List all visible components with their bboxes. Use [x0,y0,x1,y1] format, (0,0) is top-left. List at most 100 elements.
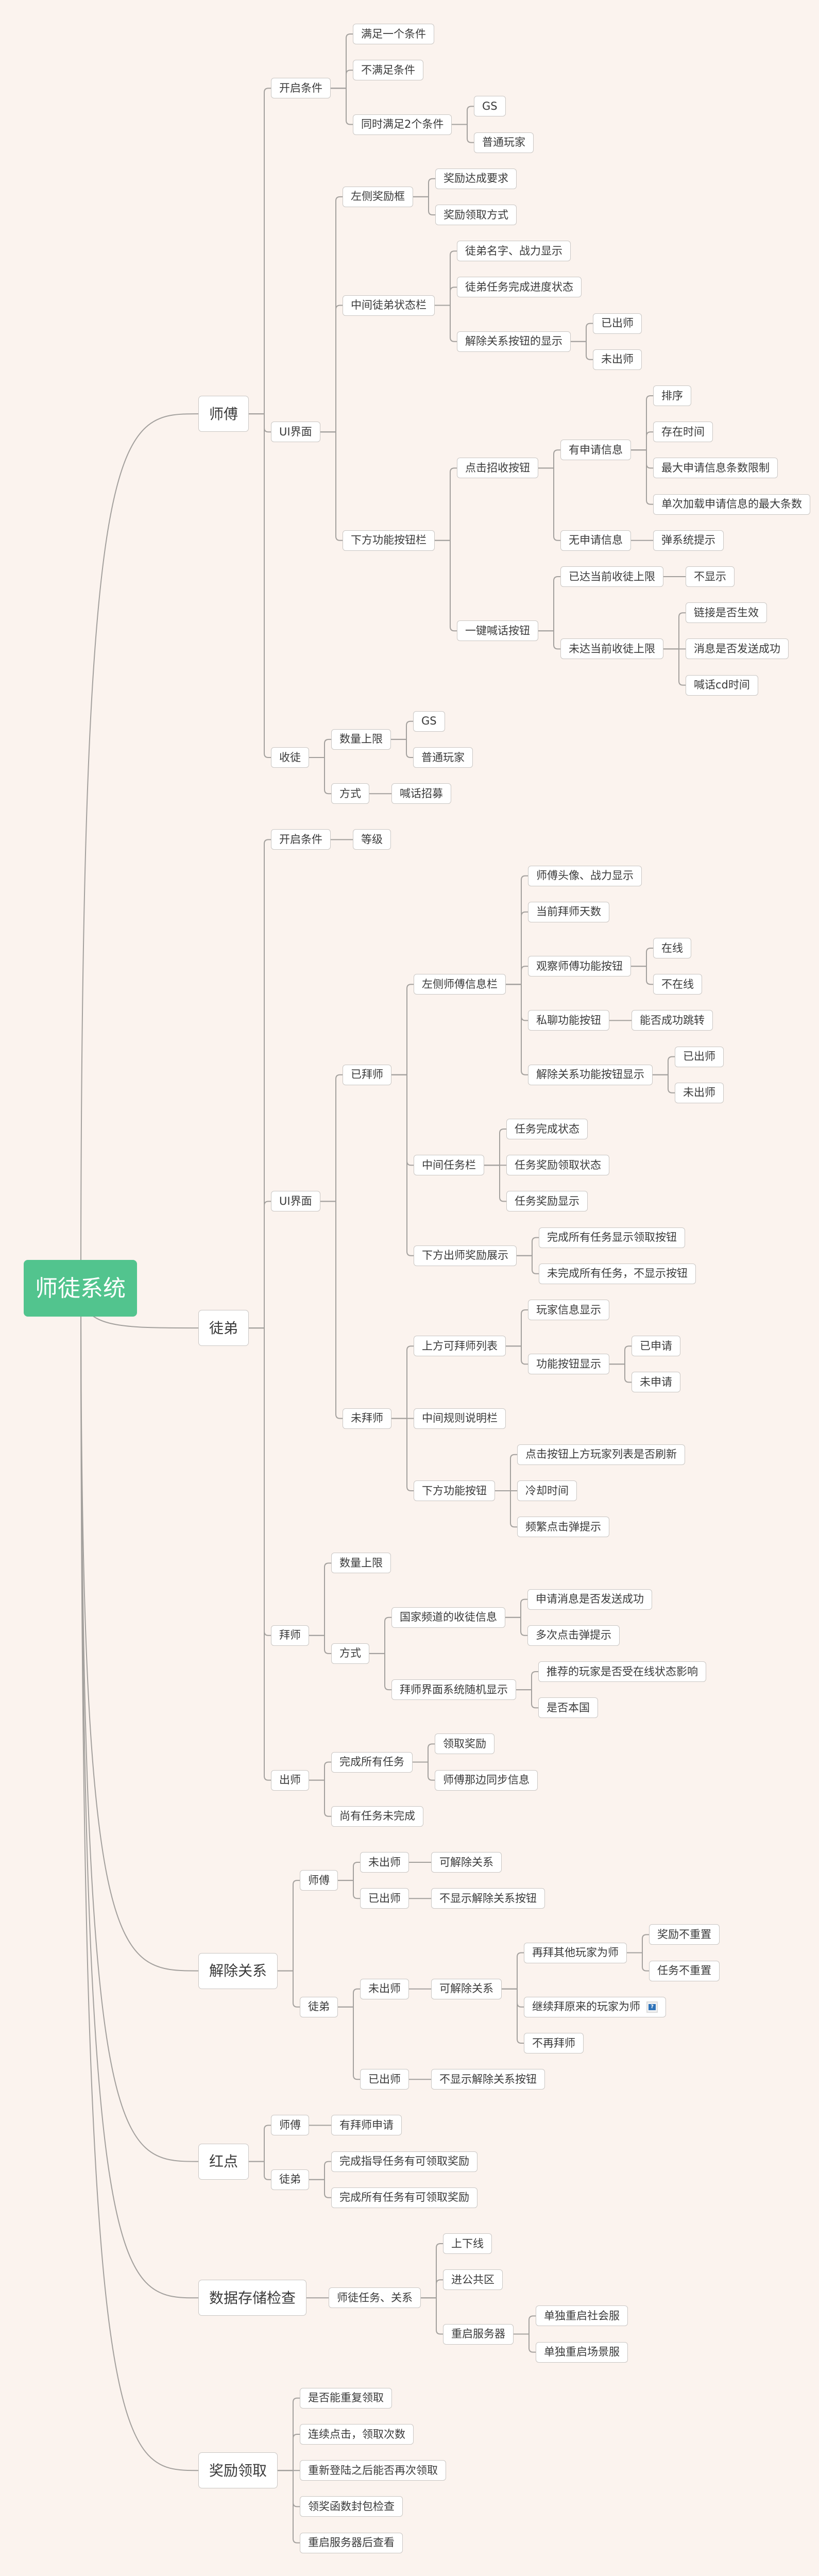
leaf-topic[interactable]: 满足一个条件 [353,24,434,44]
leaf-topic[interactable]: 频繁点击弹提示 [517,1517,609,1538]
leaf-topic[interactable]: 徒弟任务完成进度状态 [457,277,582,298]
leaf-topic[interactable]: 等级 [353,829,391,850]
leaf-topic[interactable]: 连续点击，领取次数 [300,2424,414,2445]
leaf-topic[interactable]: 推荐的玩家是否受在线状态影响 [538,1661,706,1682]
main-topic[interactable]: 红点 [198,2143,249,2180]
leaf-topic[interactable]: 喊话招募 [391,783,451,804]
subtopic[interactable]: 上方可拜师列表 [414,1336,506,1357]
root-topic[interactable]: 师徒系统 [24,1260,137,1317]
subtopic[interactable]: 下方功能按钮栏 [343,530,435,551]
leaf-topic[interactable]: 完成指导任务有可领取奖励 [331,2151,477,2172]
leaf-topic[interactable]: 任务奖励显示 [506,1191,588,1212]
leaf-topic[interactable]: 继续拜原来的玩家为师? [524,1996,666,2017]
subtopic[interactable]: UI界面 [271,1191,320,1212]
leaf-topic[interactable]: 徒弟名字、战力显示 [457,241,571,262]
main-topic[interactable]: 徒弟 [198,1310,249,1346]
leaf-topic[interactable]: 进公共区 [443,2269,503,2291]
subtopic[interactable]: 拜师 [271,1625,309,1646]
leaf-topic[interactable]: 最大申请信息条数限制 [653,458,778,479]
subtopic[interactable]: 开启条件 [271,78,331,99]
subtopic[interactable]: 中间任务栏 [414,1155,484,1176]
leaf-topic[interactable]: 不显示 [686,566,735,587]
subtopic[interactable]: 国家频道的收徒信息 [391,1607,505,1628]
subtopic[interactable]: 一键喊话按钮 [457,620,538,642]
main-topic[interactable]: 数据存储检查 [198,2280,307,2316]
leaf-topic[interactable]: 在线 [653,938,691,958]
leaf-topic[interactable]: 已出师 [675,1046,724,1067]
leaf-topic[interactable]: 单独重启社会服 [536,2305,628,2327]
main-topic[interactable]: 奖励领取 [198,2452,278,2489]
leaf-topic[interactable]: 已申请 [632,1336,680,1357]
subtopic[interactable]: 已拜师 [343,1064,391,1085]
subtopic[interactable]: 徒弟 [271,2169,309,2190]
subtopic[interactable]: 左侧奖励框 [343,186,413,207]
leaf-topic[interactable]: 完成所有任务显示领取按钮 [539,1227,685,1248]
leaf-topic[interactable]: 单次加载申请信息的最大条数 [653,494,810,515]
subtopic[interactable]: 师傅 [271,2115,309,2136]
subtopic[interactable]: 已达当前收徒上限 [560,566,663,587]
subtopic[interactable]: 点击招收按钮 [457,458,538,479]
leaf-topic[interactable]: 师傅头像、战力显示 [528,865,642,886]
subtopic[interactable]: 解除关系按钮的显示 [457,331,571,352]
leaf-topic[interactable]: 链接是否生效 [686,602,767,624]
leaf-topic[interactable]: GS [413,711,445,732]
subtopic[interactable]: 开启条件 [271,829,331,850]
leaf-topic[interactable]: 不再拜师 [524,2033,584,2053]
leaf-topic[interactable]: 已出师 [593,313,642,334]
subtopic[interactable]: 方式 [331,1643,369,1664]
leaf-topic[interactable]: 未申请 [632,1372,680,1393]
leaf-topic[interactable]: 弹系统提示 [653,530,724,551]
subtopic[interactable]: 无申请信息 [560,530,631,551]
leaf-topic[interactable]: 普通玩家 [474,132,534,153]
subtopic[interactable]: 师徒任务、关系 [329,2287,421,2309]
leaf-topic[interactable]: 重启服务器后查看 [300,2532,403,2553]
leaf-topic[interactable]: 是否本国 [538,1697,598,1719]
leaf-topic[interactable]: GS [474,96,506,117]
leaf-topic[interactable]: 申请消息是否发送成功 [527,1589,652,1610]
leaf-topic[interactable]: 尚有任务未完成 [331,1806,423,1827]
leaf-topic[interactable]: 冷却时间 [517,1480,577,1501]
subtopic[interactable]: 中间徒弟状态栏 [343,295,435,316]
subtopic[interactable]: 数量上限 [331,729,391,750]
subtopic[interactable]: 已出师 [360,2069,409,2090]
leaf-topic[interactable]: 完成所有任务有可领取奖励 [331,2187,477,2208]
leaf-topic[interactable]: 排序 [653,385,691,406]
leaf-topic[interactable]: 能否成功跳转 [632,1010,713,1031]
leaf-topic[interactable]: 有拜师申请 [331,2115,402,2136]
main-topic[interactable]: 师傅 [198,396,249,432]
leaf-topic[interactable]: 单独重启场景服 [536,2342,628,2363]
leaf-topic[interactable]: 任务不重置 [649,1960,720,1981]
subtopic[interactable]: 收徒 [271,747,309,768]
subtopic[interactable]: 私聊功能按钮 [528,1010,609,1031]
leaf-topic[interactable]: 当前拜师天数 [528,901,609,922]
subtopic[interactable]: 出师 [271,1770,309,1791]
leaf-topic[interactable]: 未出师 [675,1082,724,1103]
subtopic[interactable]: 有申请信息 [560,440,631,461]
leaf-topic[interactable]: 不满足条件 [353,60,423,81]
subtopic[interactable]: 可解除关系 [431,1978,502,1999]
leaf-topic[interactable]: 中间规则说明栏 [414,1408,506,1429]
subtopic[interactable]: 未拜师 [343,1408,391,1429]
leaf-topic[interactable]: 不显示解除关系按钮 [431,1888,545,1909]
leaf-topic[interactable]: 多次点击弹提示 [527,1625,620,1646]
subtopic[interactable]: 解除关系功能按钮显示 [528,1064,653,1085]
leaf-topic[interactable]: 未完成所有任务，不显示按钮 [539,1263,696,1284]
leaf-topic[interactable]: 不在线 [653,974,702,995]
subtopic[interactable]: 同时满足2个条件 [353,114,452,135]
subtopic[interactable]: 徒弟 [300,1996,338,2017]
leaf-topic[interactable]: 师傅那边同步信息 [435,1770,538,1791]
subtopic[interactable]: 再拜其他玩家为师 [524,1942,627,1963]
subtopic[interactable]: 未达当前收徒上限 [560,638,663,660]
leaf-topic[interactable]: 消息是否发送成功 [686,638,789,660]
leaf-topic[interactable]: 任务奖励领取状态 [506,1155,609,1176]
leaf-topic[interactable]: 喊话cd时间 [686,675,758,696]
main-topic[interactable]: 解除关系 [198,1952,278,1989]
subtopic[interactable]: 拜师界面系统随机显示 [391,1679,516,1701]
subtopic[interactable]: 师傅 [300,1870,338,1891]
subtopic[interactable]: 未出师 [360,1978,409,1999]
leaf-topic[interactable]: 数量上限 [331,1553,391,1574]
subtopic[interactable]: 下方出师奖励展示 [414,1245,517,1266]
leaf-topic[interactable]: 玩家信息显示 [528,1300,609,1320]
note-icon[interactable]: ? [646,2001,658,2013]
leaf-topic[interactable]: 奖励领取方式 [435,205,517,225]
